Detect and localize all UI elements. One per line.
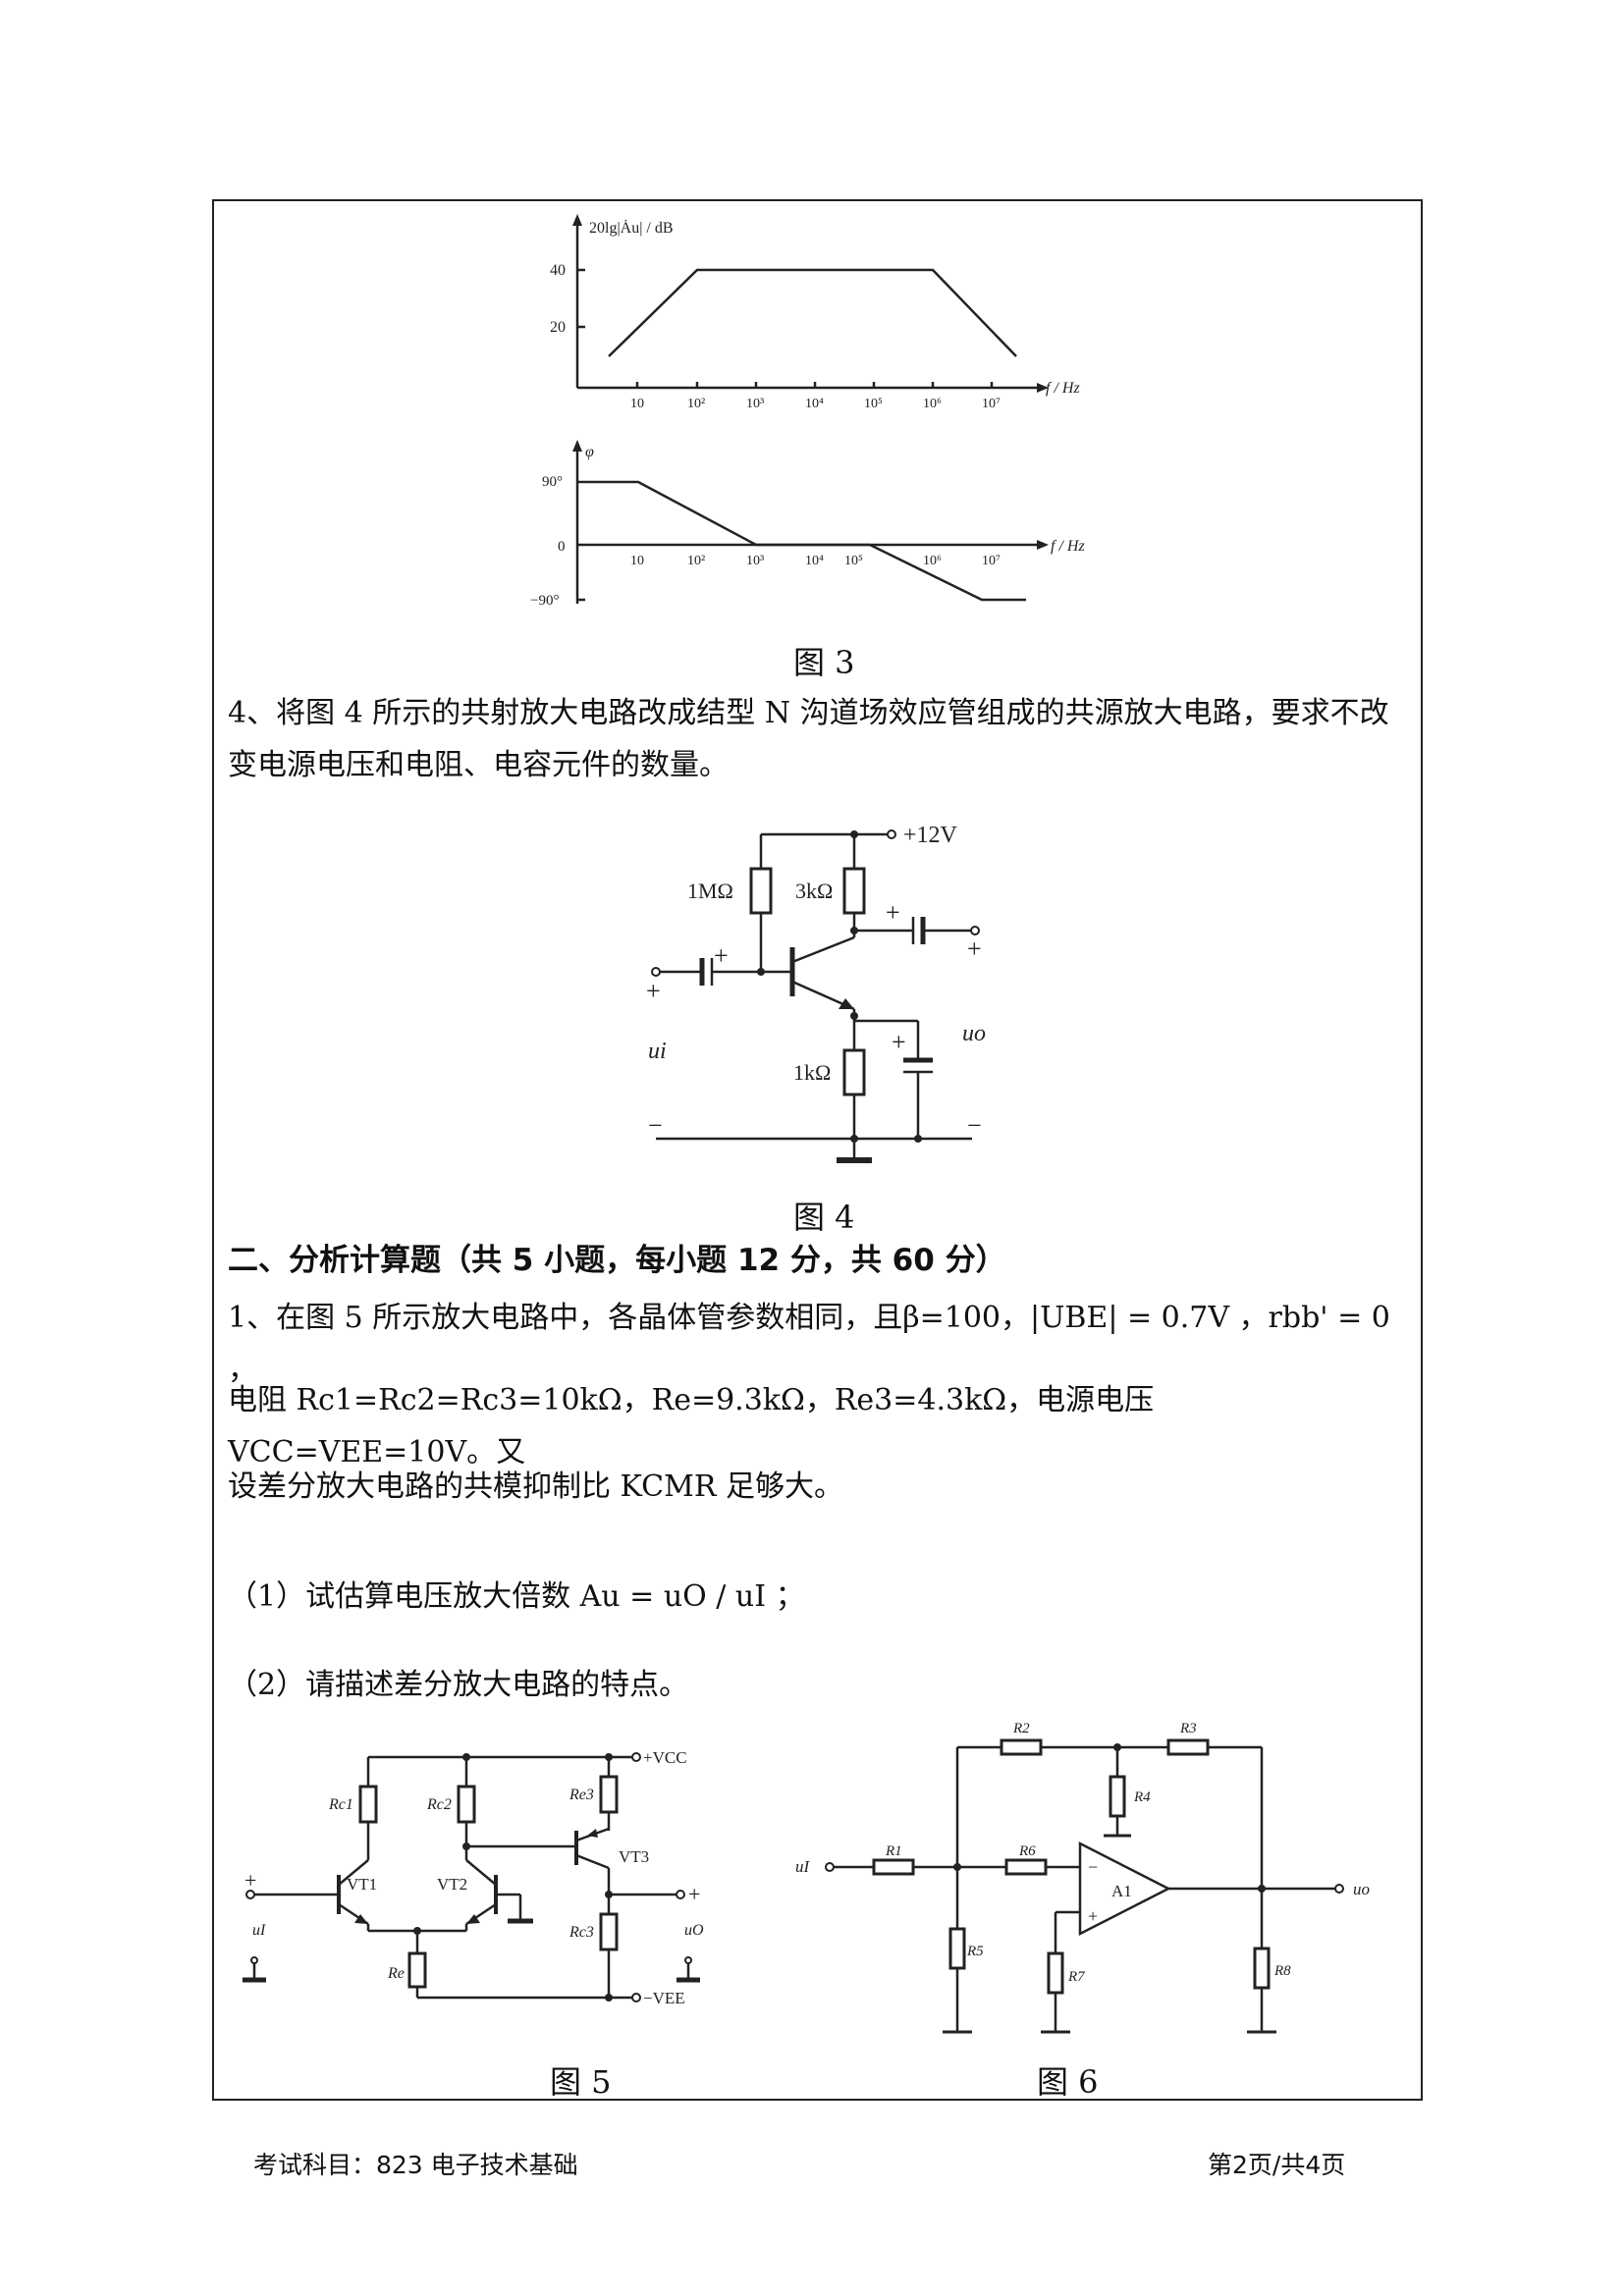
svg-text:VT3: VT3 (619, 1847, 649, 1866)
problem1-sub2: （2）请描述差分放大电路的特点。 (228, 1668, 689, 1702)
magnitude-xtick: 10⁴ (805, 397, 824, 411)
figure3-caption: 图 3 (793, 644, 855, 681)
fig4-r-collector (842, 867, 866, 915)
svg-text:Rc3: Rc3 (568, 1924, 594, 1941)
phase-xtick: 10⁵ (844, 554, 863, 568)
svg-text:Re3: Re3 (568, 1787, 594, 1803)
fig4-re-label: 1kΩ (793, 1060, 831, 1085)
magnitude-xtick: 10 (630, 397, 644, 411)
phase-xtick: 10⁶ (923, 554, 942, 568)
phase-ytick-0: 0 (558, 539, 566, 555)
fig4-r-base (749, 867, 773, 915)
svg-text:+: + (714, 941, 729, 970)
figure6-circuit: R2 R3 R4 uI R1 R5 R6 − + A1 R7 uo R8 (795, 1721, 1370, 2034)
magnitude-xtick: 10² (687, 397, 705, 411)
fig4-rc-label: 3kΩ (795, 879, 833, 903)
svg-text:Rc2: Rc2 (426, 1796, 452, 1813)
footer-page: 第2页/共4页 (1208, 2151, 1346, 2179)
svg-text:R2: R2 (1012, 1721, 1030, 1736)
svg-text:uO: uO (684, 1922, 704, 1939)
svg-text:R7: R7 (1067, 1969, 1086, 1985)
figure5-caption: 图 5 (550, 2063, 612, 2101)
svg-text:VT2: VT2 (437, 1875, 467, 1894)
svg-text:+: + (1088, 1906, 1098, 1926)
svg-text:R5: R5 (966, 1944, 984, 1959)
svg-text:R6: R6 (1018, 1843, 1036, 1859)
svg-text:VT1: VT1 (347, 1875, 377, 1894)
figure4-caption: 图 4 (793, 1199, 855, 1236)
figure3-phase-plot: φ f / Hz 90° 0 −90° 10 10² 10³ 10⁴ 10⁵ 1… (530, 440, 1085, 609)
magnitude-ylabel: 20lg|Ȧu| / dB (589, 219, 674, 237)
phase-curve (577, 480, 1026, 602)
phase-ylabel: φ (585, 444, 594, 460)
svg-text:uI: uI (795, 1857, 811, 1876)
problem1-sub1: （1）试估算电压放大倍数 Au = uO / uI ； (228, 1579, 805, 1614)
figure3-magnitude-plot: 20lg|Ȧu| / dB f / Hz 40 20 10 10² 10³ 10… (550, 214, 1080, 411)
phase-xlabel: f / Hz (1051, 538, 1085, 555)
magnitude-xtick: 10³ (746, 397, 764, 411)
fig5-vcc: +VCC (643, 1748, 687, 1767)
svg-text:+: + (892, 1028, 906, 1056)
question4-text: 4、将图 4 所示的共射放大电路改成结型 N 沟道场效应管组成的共源放大电路，要… (228, 696, 1389, 782)
problem1-line1: 1、在图 5 所示放大电路中，各晶体管参数相同，且β=100，|UBE| = 0… (228, 1301, 1390, 1387)
svg-text:−: − (1088, 1857, 1098, 1877)
problem1-line3: 设差分放大电路的共模抑制比 KCMR 足够大。 (228, 1469, 843, 1504)
svg-text:+: + (688, 1882, 700, 1906)
magnitude-ytick-20: 20 (550, 319, 566, 336)
svg-text:uI: uI (252, 1922, 266, 1939)
svg-text:−: − (967, 1111, 982, 1140)
fig4-vcc: +12V (903, 823, 958, 848)
fig4-rb-label: 1MΩ (687, 879, 733, 903)
phase-xtick: 10 (630, 554, 644, 568)
magnitude-xtick: 10⁷ (982, 397, 1001, 411)
exam-frame (212, 199, 1423, 2101)
svg-text:+: + (967, 934, 982, 963)
magnitude-ytick-40: 40 (550, 262, 566, 279)
phase-xtick: 10³ (746, 554, 764, 568)
magnitude-curve (608, 268, 1017, 357)
svg-text:R3: R3 (1179, 1721, 1197, 1736)
section2-heading: 二、分析计算题（共 5 小题，每小题 12 分，共 60 分） (228, 1243, 1006, 1278)
phase-ytick-minus90: −90° (530, 593, 559, 609)
phase-xtick: 10⁴ (805, 554, 824, 568)
svg-text:R1: R1 (885, 1843, 902, 1859)
magnitude-xlabel: f / Hz (1046, 380, 1080, 397)
phase-xtick: 10² (687, 554, 705, 568)
fig4-input-label: ui (648, 1039, 667, 1064)
fig5-vee: −VEE (643, 1989, 685, 2007)
magnitude-xtick: 10⁵ (864, 397, 883, 411)
svg-text:R4: R4 (1133, 1789, 1151, 1805)
figure4-circuit: +12V 1MΩ 3kΩ + + + + + 1kΩ − − ui uo (646, 823, 986, 1163)
svg-text:R8: R8 (1273, 1963, 1291, 1979)
problem1-line2: 电阻 Rc1=Rc2=Rc3=10kΩ，Re=9.3kΩ，Re3=4.3kΩ，电… (228, 1383, 1155, 1469)
magnitude-xtick: 10⁶ (923, 397, 942, 411)
svg-text:+: + (244, 1868, 256, 1893)
svg-text:+: + (646, 977, 661, 1005)
fig4-output-label: uo (962, 1021, 986, 1046)
footer-subject: 考试科目：823 电子技术基础 (253, 2151, 578, 2179)
svg-text:Re: Re (387, 1965, 405, 1982)
svg-text:−: − (648, 1111, 663, 1140)
fig4-r-emitter (842, 1048, 866, 1096)
svg-text:uo: uo (1353, 1880, 1370, 1898)
phase-ytick-90: 90° (542, 474, 563, 490)
figure5-circuit: +VCC Rc1 Rc2 Re3 VT3 + Rc3 + VT1 VT2 (243, 1748, 704, 2007)
svg-text:Rc1: Rc1 (328, 1796, 353, 1813)
svg-text:+: + (886, 898, 900, 927)
figure6-caption: 图 6 (1037, 2063, 1099, 2101)
svg-text:A1: A1 (1111, 1882, 1132, 1900)
phase-xtick: 10⁷ (982, 554, 1001, 568)
